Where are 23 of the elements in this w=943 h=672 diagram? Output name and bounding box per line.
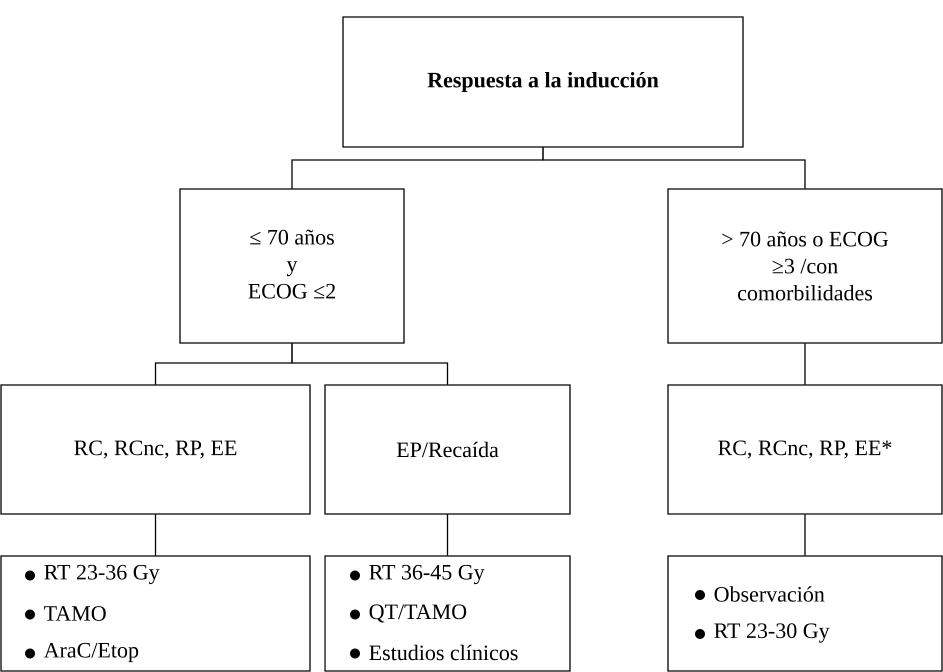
list-item: RT 36-45 Gy bbox=[369, 564, 485, 584]
connector bbox=[804, 344, 806, 384]
connector bbox=[154, 514, 156, 556]
title-box: Respuesta a la inducción bbox=[342, 16, 744, 148]
treatment-box bbox=[667, 555, 943, 672]
connector bbox=[446, 514, 448, 556]
response-box: EP/Recaída bbox=[324, 384, 571, 515]
list-item: RT 23-30 Gy bbox=[714, 623, 830, 643]
connector bbox=[804, 514, 806, 556]
list-item: Estudios clínicos bbox=[369, 644, 518, 660]
condition-box: > 70 años o ECOG ≥3 /con comorbilidades bbox=[667, 188, 943, 344]
connector bbox=[291, 344, 448, 384]
list-item: Observación bbox=[714, 586, 824, 602]
list-item: TAMO bbox=[44, 606, 106, 621]
treatment-box bbox=[0, 555, 311, 672]
list-item: AraC/Etop bbox=[44, 642, 138, 662]
response-box: RC, RCnc, RP, EE* bbox=[667, 384, 943, 515]
connector bbox=[542, 148, 806, 188]
condition-box: ≤ 70 años y ECOG ≤2 bbox=[179, 188, 405, 344]
list-item: QT/TAMO bbox=[370, 604, 466, 623]
treatment-box bbox=[324, 555, 571, 672]
list-item: RT 23-36 Gy bbox=[44, 564, 160, 584]
response-box: RC, RCnc, RP, EE bbox=[0, 384, 311, 515]
